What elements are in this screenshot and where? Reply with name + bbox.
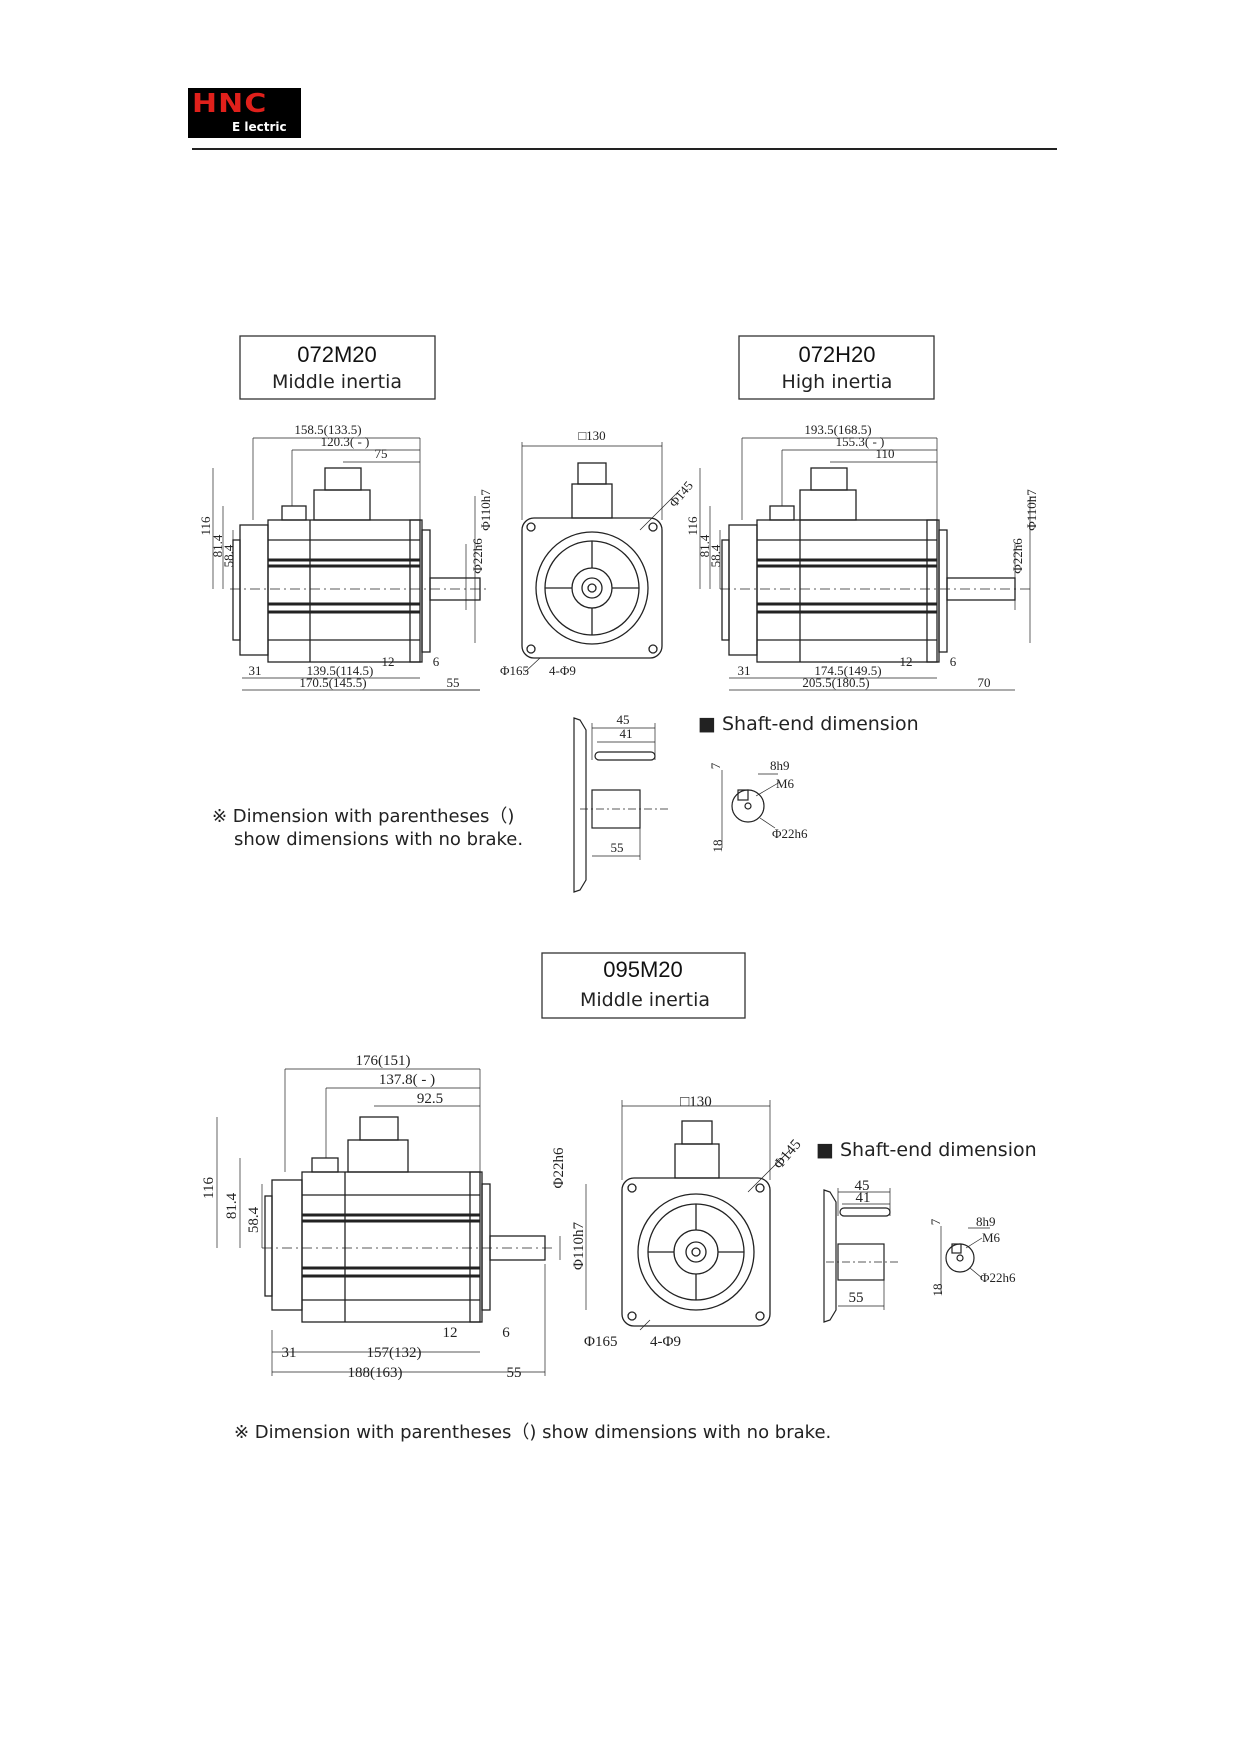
- shaft-height: 18: [930, 1284, 945, 1297]
- dim-b5: 188(163): [348, 1365, 403, 1381]
- front-spigot: Φ165: [500, 663, 529, 678]
- note-bottom: ※ Dimension with parentheses（) show dime…: [234, 1422, 831, 1443]
- shaft-len-45: 45: [855, 1178, 870, 1194]
- dim-length-total: 158.5(133.5): [294, 422, 361, 437]
- dim-b4: 31: [738, 663, 751, 678]
- dim-b6: 70: [978, 675, 991, 690]
- dim-shaft-dia: Φ22h6: [551, 1147, 567, 1188]
- logo-sub-text: E lectric: [232, 120, 287, 134]
- brand-logo: HNC E lectric: [188, 88, 301, 138]
- shaft-key-width: 8h9: [976, 1214, 996, 1229]
- model-inertia: High inertia: [782, 371, 893, 393]
- front-holes: 4-Φ9: [650, 1334, 681, 1350]
- model-code: 072M20: [297, 342, 377, 367]
- dim-length-short: 92.5: [417, 1091, 443, 1107]
- dim-flange-dia: Φ110h7: [1024, 489, 1039, 531]
- shaft-dia: Φ22h6: [772, 826, 808, 841]
- model-title-095M20: 095M20 Middle inertia: [541, 952, 746, 1019]
- dim-b2: 6: [502, 1325, 510, 1341]
- side-view-072M20: [212, 437, 490, 691]
- side-view-072H20: [699, 437, 1031, 691]
- dim-height-1: 116: [198, 516, 213, 536]
- shaft-dia: Φ22h6: [980, 1270, 1016, 1285]
- dim-length-total: 176(151): [356, 1053, 411, 1069]
- dim-b5: 170.5(145.5): [299, 675, 366, 690]
- dim-length-mid: 137.8( - ): [379, 1072, 435, 1088]
- dim-b1: 12: [382, 654, 395, 669]
- note-top-line2: show dimensions with no brake.: [234, 829, 523, 850]
- front-view-072: [521, 442, 681, 673]
- dim-height-3: 58.4: [708, 544, 723, 567]
- front-pcd: Φ145: [666, 478, 696, 510]
- header-rule: [192, 148, 1057, 150]
- dim-shaft-dia: Φ22h6: [1010, 538, 1025, 574]
- dim-height-3: 58.4: [221, 544, 236, 567]
- model-title-072M20: 072M20 Middle inertia: [239, 335, 436, 400]
- shaft-len-55: 55: [849, 1290, 864, 1306]
- dim-length-short: 75: [375, 446, 388, 461]
- dim-flange-dia: Φ110h7: [571, 1222, 587, 1270]
- dim-length-short: 110: [875, 446, 894, 461]
- dim-height-1: 116: [685, 516, 700, 536]
- dim-b3: 139.5(114.5): [307, 663, 374, 678]
- shaft-end-detail-bottom: [823, 1188, 990, 1323]
- dim-b2: 6: [433, 654, 440, 669]
- dim-b4: 31: [249, 663, 262, 678]
- shaft-key-width: 8h9: [770, 758, 790, 773]
- shaft-thread: M6: [776, 776, 795, 791]
- model-inertia: Middle inertia: [580, 989, 710, 1011]
- shaft-end-title: ■ Shaft-end dimension: [816, 1139, 1037, 1161]
- front-pcd: Φ145: [771, 1137, 805, 1173]
- shaft-height: 18: [710, 840, 725, 853]
- front-holes: 4-Φ9: [549, 663, 576, 678]
- shaft-end-detail-top: [573, 717, 781, 893]
- dim-length-mid: 155.3( - ): [836, 434, 885, 449]
- shaft-len-45: 45: [617, 712, 630, 727]
- dim-height-2: 81.4: [210, 534, 225, 557]
- dim-b2: 6: [950, 654, 957, 669]
- dim-b6: 55: [507, 1365, 522, 1381]
- shaft-key-height: 7: [928, 1218, 943, 1225]
- dim-b3: 157(132): [367, 1345, 422, 1361]
- front-spigot: Φ165: [584, 1334, 617, 1350]
- dim-b4: 31: [282, 1345, 297, 1361]
- dim-height-2: 81.4: [697, 534, 712, 557]
- shaft-len-41: 41: [620, 726, 633, 741]
- model-title-072H20: 072H20 High inertia: [738, 335, 935, 400]
- dim-b5: 205.5(180.5): [802, 675, 869, 690]
- shaft-thread: M6: [982, 1230, 1001, 1245]
- shaft-key-height: 7: [708, 762, 723, 769]
- dim-length-mid: 120.3( - ): [321, 434, 370, 449]
- dim-height-1: 116: [201, 1177, 217, 1199]
- dim-b1: 12: [443, 1325, 458, 1341]
- side-view-095M20: [216, 1068, 587, 1376]
- dim-height-2: 81.4: [224, 1192, 240, 1219]
- shaft-len-55: 55: [611, 840, 624, 855]
- model-code: 095M20: [603, 957, 683, 982]
- dim-b3: 174.5(149.5): [814, 663, 881, 678]
- note-top-line1: ※ Dimension with parentheses（): [212, 806, 514, 827]
- dim-height-3: 58.4: [246, 1206, 262, 1233]
- dim-flange-dia: Φ110h7: [478, 489, 493, 531]
- front-view-095: [621, 1100, 791, 1331]
- shaft-end-title: ■ Shaft-end dimension: [698, 713, 919, 735]
- dim-b1: 12: [900, 654, 913, 669]
- model-code: 072H20: [798, 342, 875, 367]
- shaft-len-41: 41: [856, 1190, 871, 1206]
- logo-main-text: HNC: [192, 89, 268, 119]
- dim-shaft-dia: Φ22h6: [470, 538, 485, 574]
- front-square: □130: [578, 428, 605, 443]
- dim-b6: 55: [447, 675, 460, 690]
- dim-length-total: 193.5(168.5): [804, 422, 871, 437]
- model-inertia: Middle inertia: [272, 371, 402, 393]
- front-square: □130: [680, 1094, 712, 1110]
